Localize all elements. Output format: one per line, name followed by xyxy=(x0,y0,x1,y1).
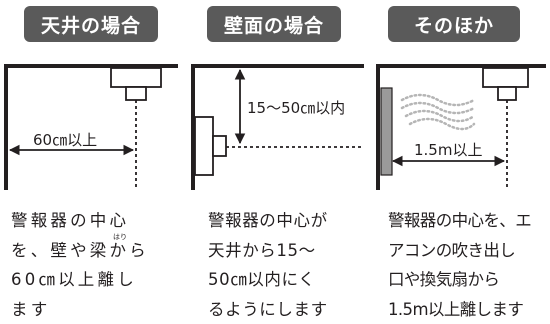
wall-description-line: るようにします xyxy=(208,299,328,319)
ceiling-description: 警報器の中心 を、壁や梁から 60㎝以上離し ます xyxy=(11,206,149,324)
ceiling-case-header: 天井の場合 xyxy=(24,6,158,42)
other-diagram: 1.5m以上 xyxy=(376,64,546,190)
ceiling-description-line: ます xyxy=(11,299,51,319)
other-distance-label: 1.5m以上 xyxy=(414,141,482,159)
ceiling-diagram: 60㎝以上 xyxy=(4,64,178,190)
ceiling-description-line: 警報器の中心 xyxy=(11,211,130,230)
other-description-line: アコンの吹き出し xyxy=(388,240,516,260)
other-description-line: 口や換気扇から xyxy=(388,270,500,289)
wall-description-line: 天井から15～ xyxy=(208,240,316,260)
wall-diagram: 15～50㎝以内 xyxy=(191,64,364,190)
beam-furigana: はり xyxy=(113,233,127,241)
air-conditioner-outlet xyxy=(380,87,393,176)
wall-distance-label: 15～50㎝以内 xyxy=(247,99,345,117)
alarm-icon xyxy=(194,116,227,176)
other-description: 警報器の中心を、エ アコンの吹き出し 口や換気扇から 1.5m以上離します xyxy=(388,206,532,324)
wall-description-line: 警報器の中心が xyxy=(208,211,328,230)
alarm-icon xyxy=(482,67,529,101)
alarm-icon xyxy=(110,67,162,101)
wall-case-header: 壁面の場合 xyxy=(207,6,341,42)
ceiling-distance-label: 60㎝以上 xyxy=(33,131,97,149)
other-description-line: 警報器の中心を、エ xyxy=(388,211,532,230)
wall-description: 警報器の中心が 天井から15～ 50㎝以内にく るようにします xyxy=(208,206,328,324)
other-case-header: そのほか xyxy=(388,6,520,42)
ceiling-description-line: を、壁や梁から xyxy=(11,240,149,260)
other-description-line: 1.5m以上離します xyxy=(388,299,524,319)
airflow-icon xyxy=(400,93,476,131)
ceiling-description-line: 60㎝以上離し xyxy=(11,270,137,289)
wall-description-line: 50㎝以内にく xyxy=(208,270,316,289)
